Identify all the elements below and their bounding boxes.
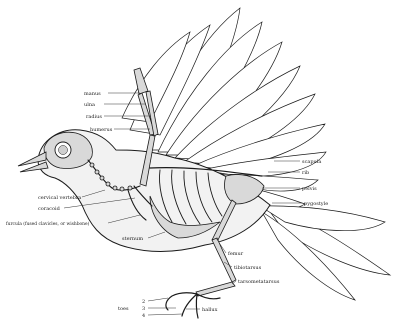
tarsometatarsus-bone <box>196 282 235 296</box>
label-toes: toes <box>118 306 129 312</box>
label-toe-3: 3 <box>142 306 145 312</box>
label-cervical-vertebra: cervical vertebra <box>38 195 81 201</box>
label-scapula: scapula <box>302 159 321 165</box>
label-furcula: furcula (fused clavicles, or wishbone) <box>6 222 90 227</box>
label-hallux: hallux <box>202 307 218 313</box>
label-toe-4: 4 <box>142 313 145 319</box>
tail <box>260 205 390 300</box>
label-humerus: humerus <box>90 127 113 133</box>
label-pygostyle: pygostyle <box>304 201 328 207</box>
label-sternum: sternum <box>122 236 143 242</box>
label-femur: femur <box>228 251 244 257</box>
label-coracoid: coracoid <box>38 206 61 212</box>
tibiotarsus-bone <box>212 238 236 282</box>
skull <box>18 132 92 172</box>
label-tarsometatarsus: tarsometatarsus <box>238 279 280 285</box>
label-radius: radius <box>86 114 102 120</box>
label-pelvis: pelvis <box>302 186 317 192</box>
label-manus: manus <box>84 91 101 97</box>
label-tibiotarsus: tibiotarsus <box>234 265 262 271</box>
label-rib: rib <box>302 170 309 176</box>
label-toe-2: 2 <box>142 299 145 305</box>
label-ulna: ulna <box>84 102 95 108</box>
